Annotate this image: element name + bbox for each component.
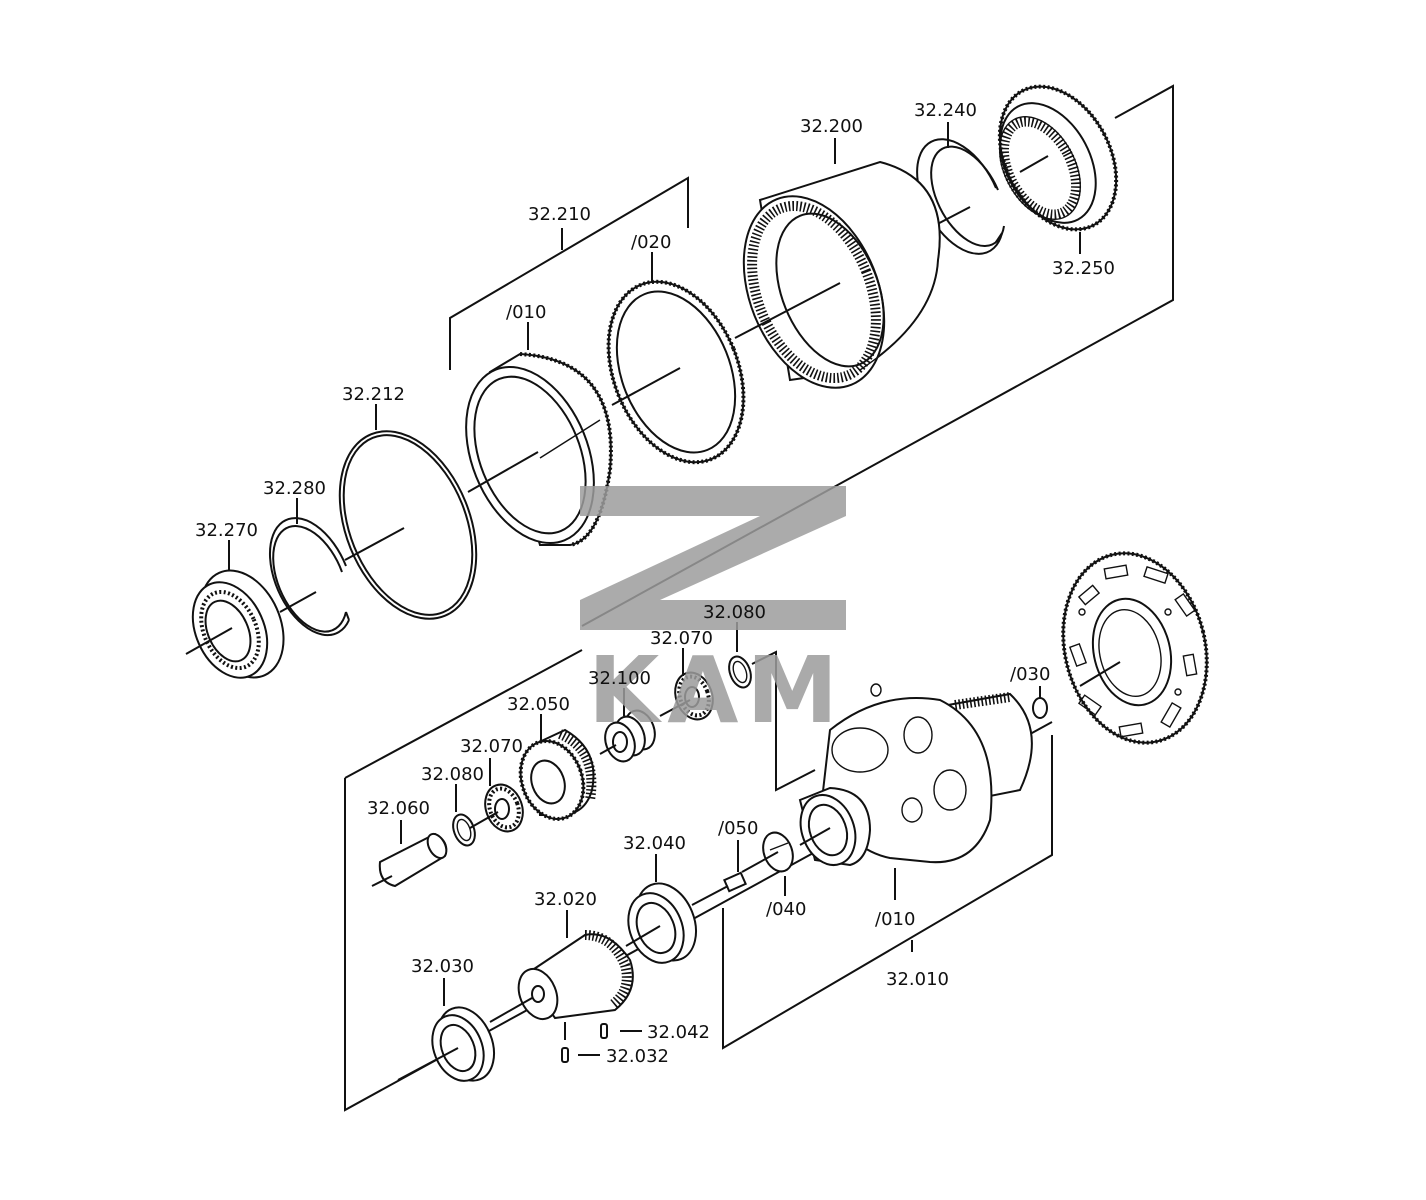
label-32-080-a: 32.080 bbox=[703, 602, 766, 623]
label-32-020: 32.020 bbox=[534, 889, 597, 910]
label-020: /020 bbox=[631, 232, 671, 253]
label-030: /030 bbox=[1010, 664, 1050, 685]
part-040-thrust-washer bbox=[741, 831, 794, 873]
part-32-020-sun-gear bbox=[489, 930, 634, 1023]
label-32-042: 32.042 bbox=[647, 1022, 710, 1043]
label-32-250: 32.250 bbox=[1052, 258, 1115, 279]
label-010-bottom: /010 bbox=[875, 909, 915, 930]
part-32-212-o-ring bbox=[338, 430, 478, 620]
part-010-sleeve bbox=[465, 352, 613, 547]
part-32-050-planet-gear bbox=[518, 728, 597, 821]
part-32-030-bearing-ring bbox=[397, 1006, 495, 1082]
part-32-100-spring bbox=[599, 709, 656, 763]
kam-watermark: KAM bbox=[580, 486, 846, 744]
part-010-planet-carrier bbox=[798, 683, 1033, 867]
part-32-042-pin bbox=[600, 1023, 608, 1039]
part-32-032-pin bbox=[561, 1022, 569, 1063]
part-32-080-ring-b bbox=[452, 813, 476, 847]
part-32-060-axle bbox=[371, 832, 448, 888]
label-010-top: /010 bbox=[506, 302, 546, 323]
part-toothed-plate bbox=[1061, 551, 1209, 745]
label-32-100: 32.100 bbox=[588, 668, 651, 689]
label-32-050: 32.050 bbox=[507, 694, 570, 715]
label-32-270: 32.270 bbox=[195, 520, 258, 541]
label-32-280: 32.280 bbox=[263, 478, 326, 499]
label-32-032: 32.032 bbox=[606, 1046, 669, 1067]
label-32-200: 32.200 bbox=[800, 116, 863, 137]
bracket-32-210 bbox=[449, 176, 689, 370]
part-32-080-ring-a bbox=[728, 655, 752, 689]
leader-lines bbox=[228, 122, 1081, 1056]
watermark-text: KAM bbox=[588, 637, 846, 744]
part-32-040-bearing-ring bbox=[625, 882, 697, 964]
part-050-pin bbox=[691, 871, 747, 906]
part-32-270-bearing bbox=[185, 569, 285, 679]
label-32-060: 32.060 bbox=[367, 798, 430, 819]
label-32-210: 32.210 bbox=[528, 204, 591, 225]
part-labels: 32.200 32.240 32.250 32.210 /020 /010 32… bbox=[195, 100, 1115, 1067]
label-32-070-b: 32.070 bbox=[460, 736, 523, 757]
top-assembly-frame bbox=[581, 84, 1174, 627]
label-32-212: 32.212 bbox=[342, 384, 405, 405]
label-040: /040 bbox=[766, 899, 806, 920]
part-030-small-ring bbox=[1032, 697, 1048, 719]
bracket-32-010 bbox=[722, 735, 1053, 1050]
label-32-040: 32.040 bbox=[623, 833, 686, 854]
part-020-outer-tooth-ring bbox=[606, 279, 746, 465]
part-32-200-ring-gear bbox=[734, 160, 941, 389]
part-32-070-needle-bearing-a bbox=[659, 671, 714, 721]
label-32-240: 32.240 bbox=[914, 100, 977, 121]
part-32-070-needle-bearing-b bbox=[469, 783, 524, 833]
part-32-250-gear-ring bbox=[997, 84, 1119, 232]
label-32-030: 32.030 bbox=[411, 956, 474, 977]
label-32-080-b: 32.080 bbox=[421, 764, 484, 785]
label-32-070-a: 32.070 bbox=[650, 628, 713, 649]
part-32-280-snap-ring bbox=[268, 517, 350, 637]
bracket-planet-carrier bbox=[751, 650, 816, 792]
label-050: /050 bbox=[718, 818, 758, 839]
label-32-010: 32.010 bbox=[886, 969, 949, 990]
